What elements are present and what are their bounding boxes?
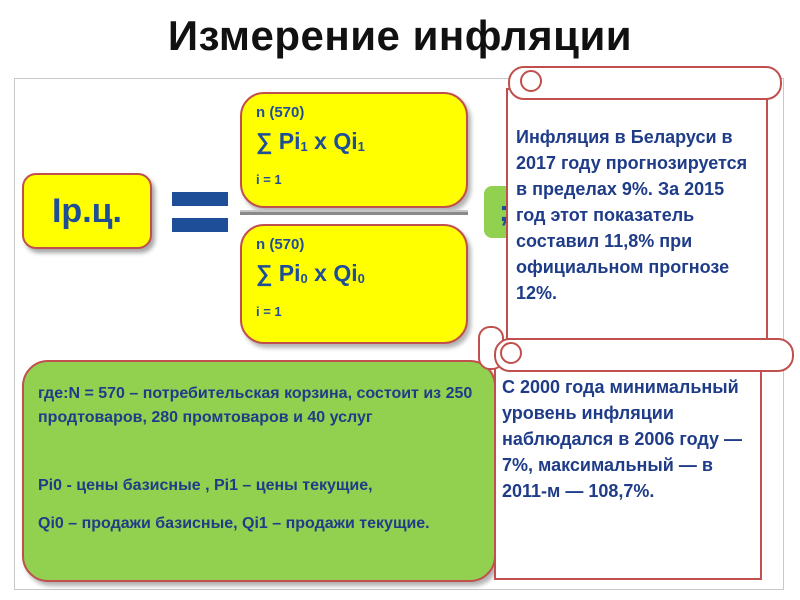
equals-sign-top-bar [172, 192, 228, 206]
fraction-line [240, 210, 468, 215]
price-index-label: Ip.ц. [22, 173, 152, 249]
numerator-lower-limit: i = 1 [256, 172, 282, 187]
equals-sign-bottom-bar [172, 218, 228, 232]
denominator-formula: ∑ Pi0 x Qi0 [256, 260, 365, 286]
scroll-top-roll-2 [494, 338, 794, 372]
scroll-top-roll [508, 66, 782, 100]
scroll-curl-icon-2 [500, 342, 522, 364]
denominator-lower-limit: i = 1 [256, 304, 282, 319]
legend-box: где:N = 570 – потребительская корзина, с… [22, 360, 496, 582]
scroll-curl-icon [520, 70, 542, 92]
legend-basket-text: где:N = 570 – потребительская корзина, с… [38, 385, 473, 426]
denominator-upper-limit: n (570) [256, 236, 305, 253]
page-title: Измерение инфляции [167, 12, 633, 59]
legend-sales-text: Qi0 – продажи базисные, Qi1 – продажи те… [38, 515, 430, 532]
numerator-formula: ∑ Pi1 x Qi1 [256, 128, 365, 154]
scroll-note-2017-text: Инфляция в Беларуси в 2017 году прогнози… [516, 127, 748, 303]
denominator-box: n (570) ∑ Pi0 x Qi0 i = 1 [240, 224, 468, 344]
scroll-note-2017 [506, 88, 768, 340]
numerator-box: n (570) ∑ Pi1 x Qi1 i = 1 [240, 92, 468, 208]
legend-prices-text: Pi0 - цены базисные , Pi1 – цены текущие… [38, 477, 373, 494]
scroll-note-history-text: С 2000 года минимальный уровень инфляции… [502, 377, 743, 501]
numerator-upper-limit: n (570) [256, 104, 305, 121]
content-frame [14, 78, 784, 590]
